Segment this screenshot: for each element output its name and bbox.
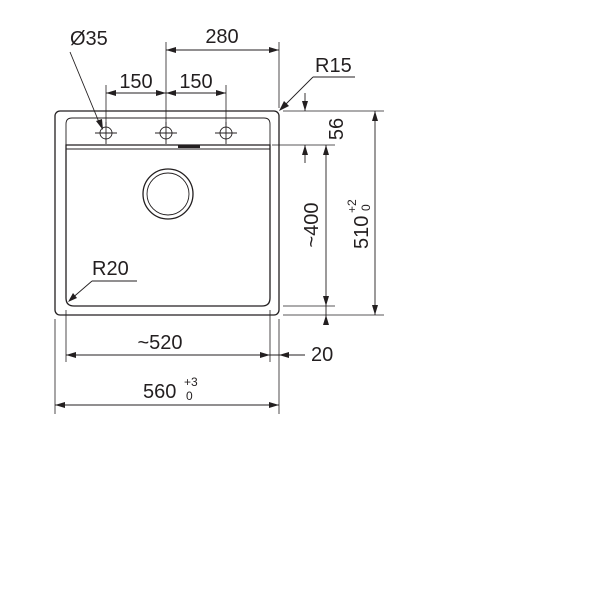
dim-label-r20: R20	[92, 258, 129, 280]
dim-label-520: ~520	[137, 332, 182, 354]
dim-line-56	[302, 93, 308, 163]
dim-label-150-left: 150	[119, 71, 152, 93]
leader-hole-diameter	[69, 51, 103, 130]
dim-label-400: ~400	[301, 202, 323, 247]
dim-label-20: 20	[311, 344, 333, 366]
sink-outer-outline	[54, 110, 280, 316]
leader-r15	[279, 76, 355, 111]
dim-line-400	[323, 145, 329, 325]
dim-label-r15: R15	[315, 55, 352, 77]
dim-label-510-group: 510 +2 0	[345, 199, 373, 249]
sink-bowl-outline	[65, 144, 271, 307]
sink-deck-ledge	[65, 117, 271, 145]
dim-label-150-right: 150	[179, 71, 212, 93]
dim-line-280	[166, 47, 279, 53]
dim-label-510-tol-upper: +2	[345, 199, 359, 213]
dim-line-150-150	[106, 90, 226, 96]
dim-label-510-tol-lower: 0	[359, 204, 373, 211]
dim-label-510: 510	[351, 216, 373, 249]
dim-label-560: 560	[143, 381, 176, 403]
dim-line-510	[372, 111, 378, 315]
leader-r20	[68, 280, 137, 302]
dim-label-280: 280	[205, 26, 238, 48]
drain-outer	[142, 168, 194, 220]
tap-hole-center	[155, 122, 177, 144]
overflow-slot	[178, 145, 200, 148]
dim-label-560-tol-upper: +3	[184, 375, 198, 389]
dim-line-20	[260, 352, 305, 358]
tap-hole-left	[95, 122, 117, 144]
tap-hole-right	[215, 122, 237, 144]
dim-label-56: 56	[326, 118, 348, 140]
dim-line-560	[55, 402, 279, 408]
dim-label-hole-diameter: Ø35	[70, 28, 108, 50]
dim-label-560-tol-lower: 0	[186, 389, 193, 403]
drain-inner	[146, 172, 190, 216]
